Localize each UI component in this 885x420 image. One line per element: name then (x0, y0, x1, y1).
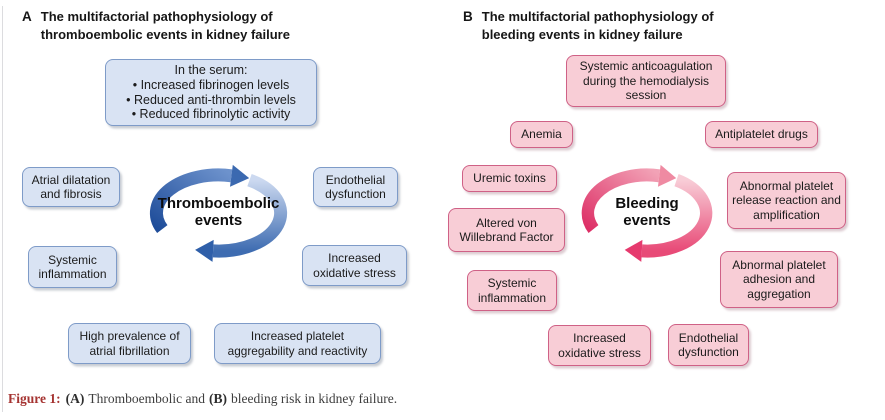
node-systemic-inflammation-a: Systemic inflammation (28, 246, 117, 288)
panel-b-title-text: The multifactorial pathophysiology of bl… (482, 8, 714, 43)
cycle-b-line2: events (623, 212, 671, 229)
node-systemic-inflammation-b: Systemic inflammation (467, 270, 557, 311)
thromboembolic-cycle: Thromboembolic events (145, 163, 292, 263)
bleeding-events-label: Bleeding events (577, 163, 717, 263)
serum-item-fibrinogen: • Increased fibrinogen levels (132, 77, 290, 92)
node-oxidative-stress-b: Increased oxidative stress (548, 325, 651, 366)
panel-b-title-line2: bleeding events in kidney failure (481, 26, 683, 42)
serum-item-fibrinolytic: • Reduced fibrinolytic activity (131, 107, 291, 122)
caption-part-b-text: bleeding risk in kidney failure. (230, 391, 398, 406)
page-edge-divider (2, 6, 3, 412)
panel-b-letter: B (463, 9, 473, 24)
node-endothelial-dysfunction-a: Endothelial dysfunction (313, 167, 398, 207)
cycle-b-line1: Bleeding (615, 195, 679, 213)
cycle-a-line2: events (194, 212, 243, 229)
panel-b-title: B The multifactorial pathophysiology of … (463, 8, 714, 43)
panel-b-title-line1: The multifactorial pathophysiology of (481, 9, 714, 24)
bleeding-cycle: Bleeding events (577, 163, 717, 263)
node-uremic-toxins: Uremic toxins (462, 165, 557, 192)
panel-a-title: A The multifactorial pathophysiology of … (22, 8, 290, 43)
caption-part-a-text: Thromboembolic and (88, 391, 205, 406)
node-platelet-adhesion: Abnormal platelet adhesion and aggregati… (720, 251, 838, 308)
panel-a-title-line1: The multifactorial pathophysiology of (40, 9, 273, 24)
node-atrial-dilatation: Atrial dilatation and fibrosis (22, 167, 120, 207)
cycle-arrows-blue-icon (149, 164, 288, 262)
node-oxidative-stress-a: Increased oxidative stress (302, 245, 407, 286)
node-antiplatelet-drugs: Antiplatelet drugs (705, 121, 818, 148)
caption-part-b: (B) (208, 391, 227, 406)
panel-a-title-text: The multifactorial pathophysiology of th… (41, 8, 290, 43)
serum-item-antithrombin: • Reduced anti-thrombin levels (126, 92, 296, 107)
node-platelet-release-reaction: Abnormal platelet release reaction and a… (727, 172, 846, 229)
node-von-willebrand-factor: Altered von Willebrand Factor (448, 208, 565, 252)
node-anemia: Anemia (510, 121, 573, 148)
node-endothelial-dysfunction-b: Endothelial dysfunction (668, 324, 749, 366)
panel-a-title-line2: thromboembolic events in kidney failure (40, 26, 290, 42)
panel-a-letter: A (22, 9, 32, 24)
cycle-arrows-pink-icon (581, 164, 713, 262)
caption-part-a: (A) (65, 391, 85, 406)
node-platelet-aggregability: Increased platelet aggregability and rea… (214, 323, 381, 364)
serum-heading: In the serum: (174, 63, 248, 78)
figure-caption-label: Figure 1: (8, 391, 61, 406)
cycle-a-line1: Thromboembolic (157, 195, 280, 213)
node-systemic-anticoagulation: Systemic anticoagulation during the hemo… (566, 55, 726, 107)
thromboembolic-events-label: Thromboembolic events (145, 163, 292, 263)
node-atrial-fibrillation: High prevalence of atrial fibrillation (68, 323, 191, 364)
figure-caption: Figure 1: (A)Thromboembolic and(B)bleedin… (8, 391, 868, 407)
serum-factors-box: In the serum: • Increased fibrinogen lev… (105, 59, 317, 126)
